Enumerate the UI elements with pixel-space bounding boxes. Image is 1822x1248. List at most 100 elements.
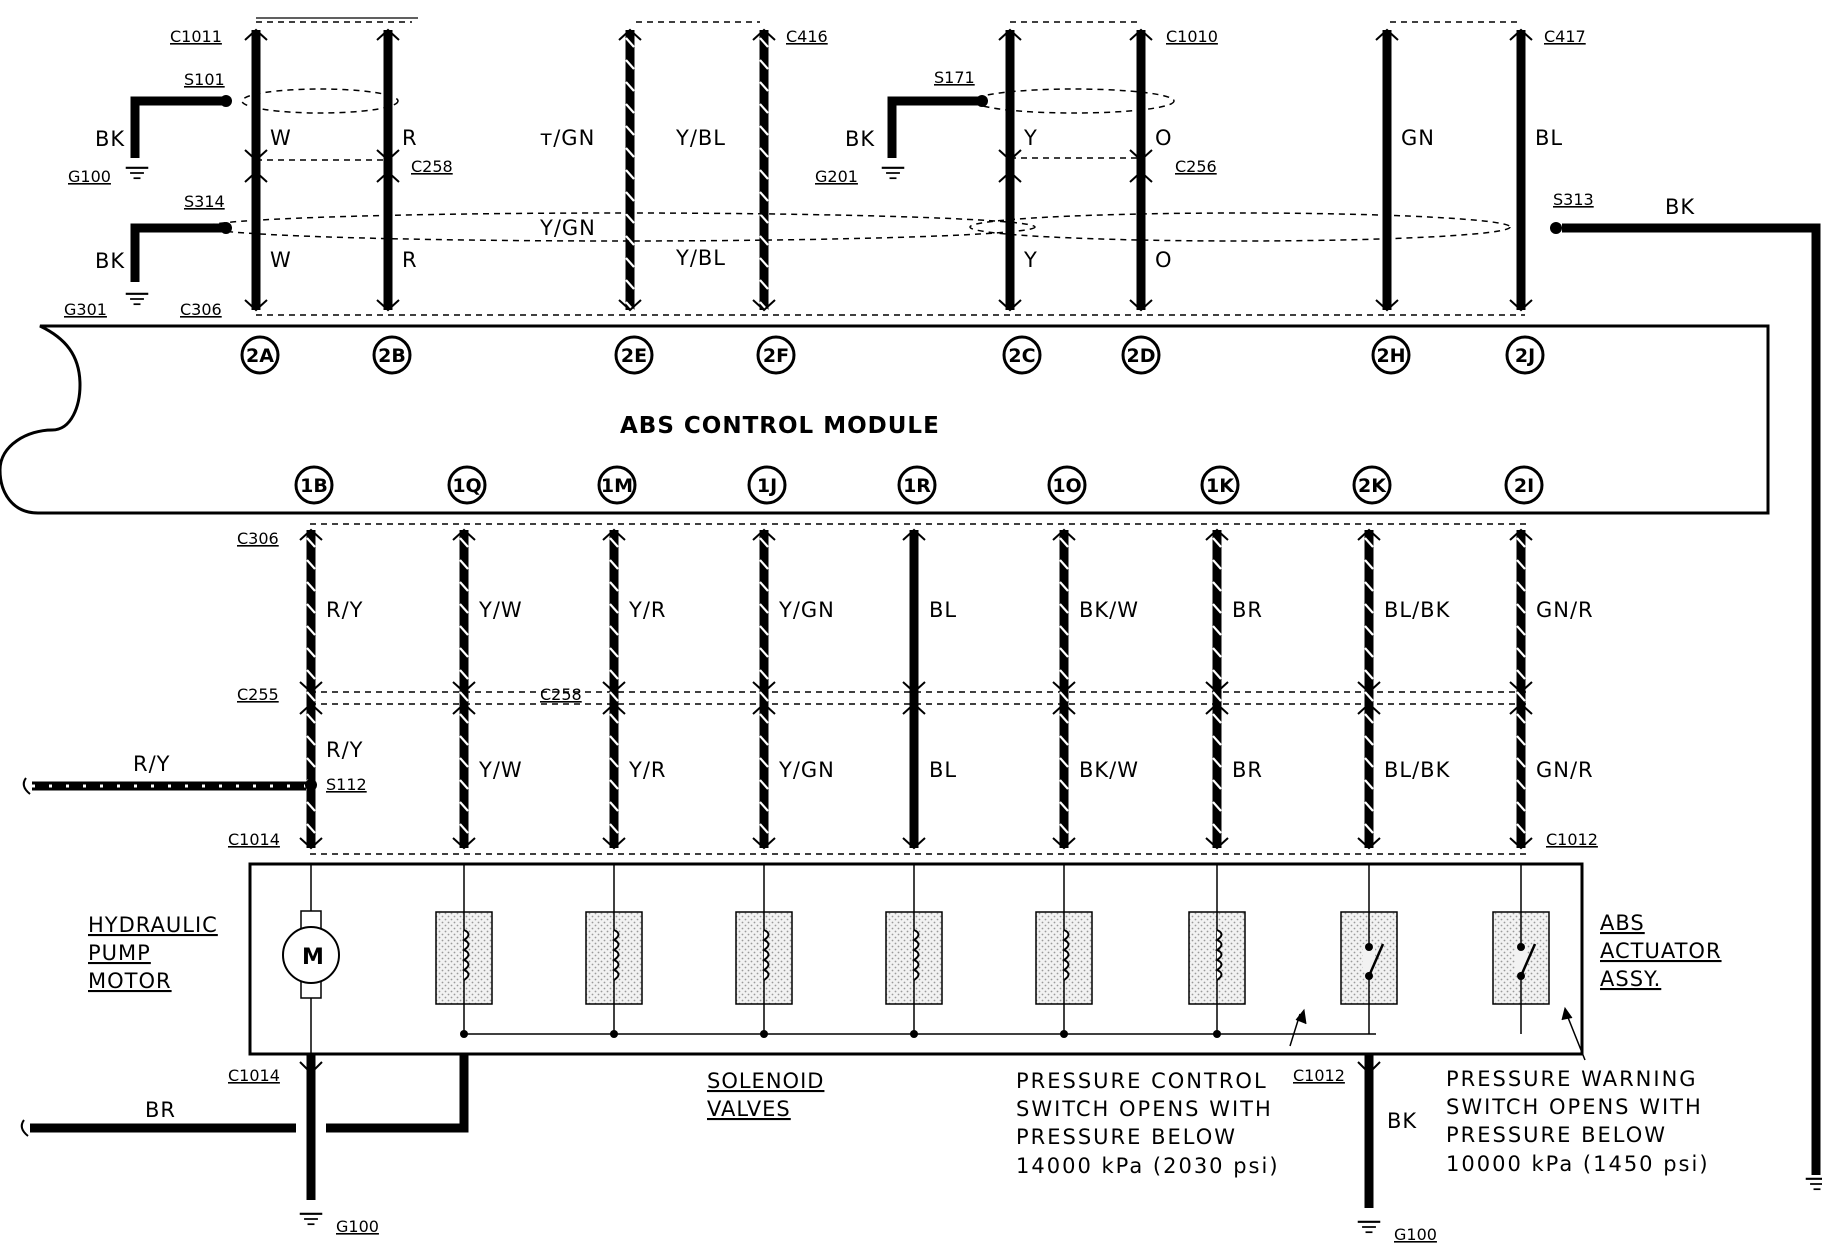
connector-label: C258 xyxy=(540,685,582,704)
solenoid-valve xyxy=(885,864,943,1038)
wire-color-label: BR xyxy=(1232,758,1263,782)
pin-id: 1Q xyxy=(452,475,481,497)
wire-color-label: R xyxy=(402,126,418,150)
ground-label: G100 xyxy=(336,1217,379,1236)
bottom-labels: C1014 BR G100 C1012 BK G100 PRESSURE CON… xyxy=(145,1066,1710,1244)
wire-color-label: O xyxy=(1155,248,1173,272)
ground-icon xyxy=(880,166,906,180)
lower-harness-outline xyxy=(310,523,1530,855)
lower-labels: C306 C255 C258 R/Y S112 C1014 C1012 xyxy=(133,529,1598,849)
connector-label: C417 xyxy=(1544,27,1586,46)
connector-label: C1011 xyxy=(170,27,222,46)
pin-id: 2H xyxy=(1376,345,1405,367)
pump-label: PUMP xyxy=(88,941,151,965)
pin-badge xyxy=(747,465,787,505)
wire-color-label: GN/R xyxy=(1536,758,1594,782)
splice-s313 xyxy=(1550,222,1562,234)
lower-wire-1j: Y/GNY/GN xyxy=(752,528,834,850)
wire-color-label: O xyxy=(1155,126,1173,150)
pin-id: 2K xyxy=(1358,475,1387,497)
ground-label: G201 xyxy=(815,167,858,186)
splice-s314 xyxy=(220,222,232,234)
wire-color-label: W xyxy=(270,126,292,150)
pressure-control-note: SWITCH OPENS WITH xyxy=(1016,1097,1273,1121)
connector-label: C306 xyxy=(180,300,222,319)
wire-color-label: BL/BK xyxy=(1384,598,1451,622)
pump-motor-icon xyxy=(282,926,340,984)
connector-label: C1010 xyxy=(1166,27,1218,46)
pin-badge xyxy=(1352,465,1392,505)
solenoid-valve xyxy=(435,864,493,1038)
pressure-warning-note: 10000 kPa (1450 psi) xyxy=(1446,1152,1710,1176)
pin-badge xyxy=(1371,335,1411,375)
pin-id: 1O xyxy=(1052,475,1081,497)
pin-id: 1B xyxy=(300,475,328,497)
pin-id: 2B xyxy=(378,345,406,367)
wire-color-label: R/Y xyxy=(326,738,364,762)
pressure-switch xyxy=(1492,864,1550,1034)
pin-id: 2J xyxy=(1515,345,1535,367)
wire-color-label: Y xyxy=(1023,126,1038,150)
pin-badge xyxy=(1505,335,1545,375)
connector-label: C1012 xyxy=(1293,1066,1345,1085)
pressure-warning-note: PRESSURE WARNING xyxy=(1446,1067,1698,1091)
assy-label: ACTUATOR xyxy=(1600,939,1722,963)
wire-color-label: GN xyxy=(1401,126,1435,150)
pump-label: MOTOR xyxy=(88,969,172,993)
upper-wire-2e: Y/GN xyxy=(539,28,642,312)
coil-icon xyxy=(1214,929,1223,981)
wire-color-label: BL xyxy=(929,598,957,622)
wire-color-label: R xyxy=(402,248,418,272)
pin-id: 1M xyxy=(601,475,633,497)
splice-label: S101 xyxy=(184,70,225,89)
ground-icon xyxy=(298,1212,324,1226)
coil-icon xyxy=(611,929,620,981)
wire-color-label: Y/BL xyxy=(675,126,726,150)
pressure-switch xyxy=(1340,864,1398,1034)
pressure-warning-note: PRESSURE BELOW xyxy=(1446,1123,1667,1147)
lower-wiring: R/YR/YY/WY/WY/RY/RY/GNY/GNBLBLBK/WBK/WBR… xyxy=(299,528,1594,850)
pin-id: 2C xyxy=(1008,345,1035,367)
pin-badge xyxy=(447,465,487,505)
pin-badge xyxy=(597,465,637,505)
coil-icon xyxy=(1061,929,1070,981)
wire-color-label: BK xyxy=(1665,195,1695,219)
pressure-warning-note: SWITCH OPENS WITH xyxy=(1446,1095,1703,1119)
assy-label: ASSY. xyxy=(1600,967,1661,991)
pin-badge xyxy=(1200,465,1240,505)
pin-badge xyxy=(1002,335,1042,375)
module-title: ABS CONTROL MODULE xyxy=(620,413,940,439)
ground-label: G100 xyxy=(1394,1225,1437,1244)
lower-wire-2k: BL/BK BL/BK xyxy=(1357,528,1451,850)
pin-id: 1R xyxy=(903,475,931,497)
ground-icon xyxy=(1356,1220,1382,1234)
pressure-control-note: PRESSURE CONTROL xyxy=(1016,1069,1268,1093)
splice-label: S313 xyxy=(1553,190,1594,209)
solenoid-valve xyxy=(735,864,793,1038)
splice-s171 xyxy=(976,95,988,107)
wire-color-label: Y/W xyxy=(478,598,523,622)
upper-splices xyxy=(124,95,1822,1191)
pin-badge xyxy=(1121,335,1161,375)
ground-icon xyxy=(124,292,150,306)
wire-color-label: BL xyxy=(1535,126,1563,150)
pin-id: 2F xyxy=(763,345,789,367)
ground-label: G301 xyxy=(64,300,107,319)
splice-label: S112 xyxy=(326,775,367,794)
bottom-wiring xyxy=(20,1006,1586,1234)
connector-label: C258 xyxy=(411,157,453,176)
wire-color-label: BL/BK xyxy=(1384,758,1451,782)
pin-id: 1J xyxy=(757,475,777,497)
coil-icon xyxy=(461,929,470,981)
pin-badge xyxy=(1047,465,1087,505)
connector-label: C255 xyxy=(237,685,279,704)
wire-color-label: Y/R xyxy=(628,758,667,782)
ground-icon xyxy=(124,166,150,180)
abs-control-module: ABS CONTROL MODULE xyxy=(0,324,1770,515)
solenoid-valve xyxy=(585,864,643,1038)
solenoid-label: SOLENOID xyxy=(707,1069,824,1093)
lower-wire-2i: GN/RGN/R xyxy=(1509,528,1594,850)
